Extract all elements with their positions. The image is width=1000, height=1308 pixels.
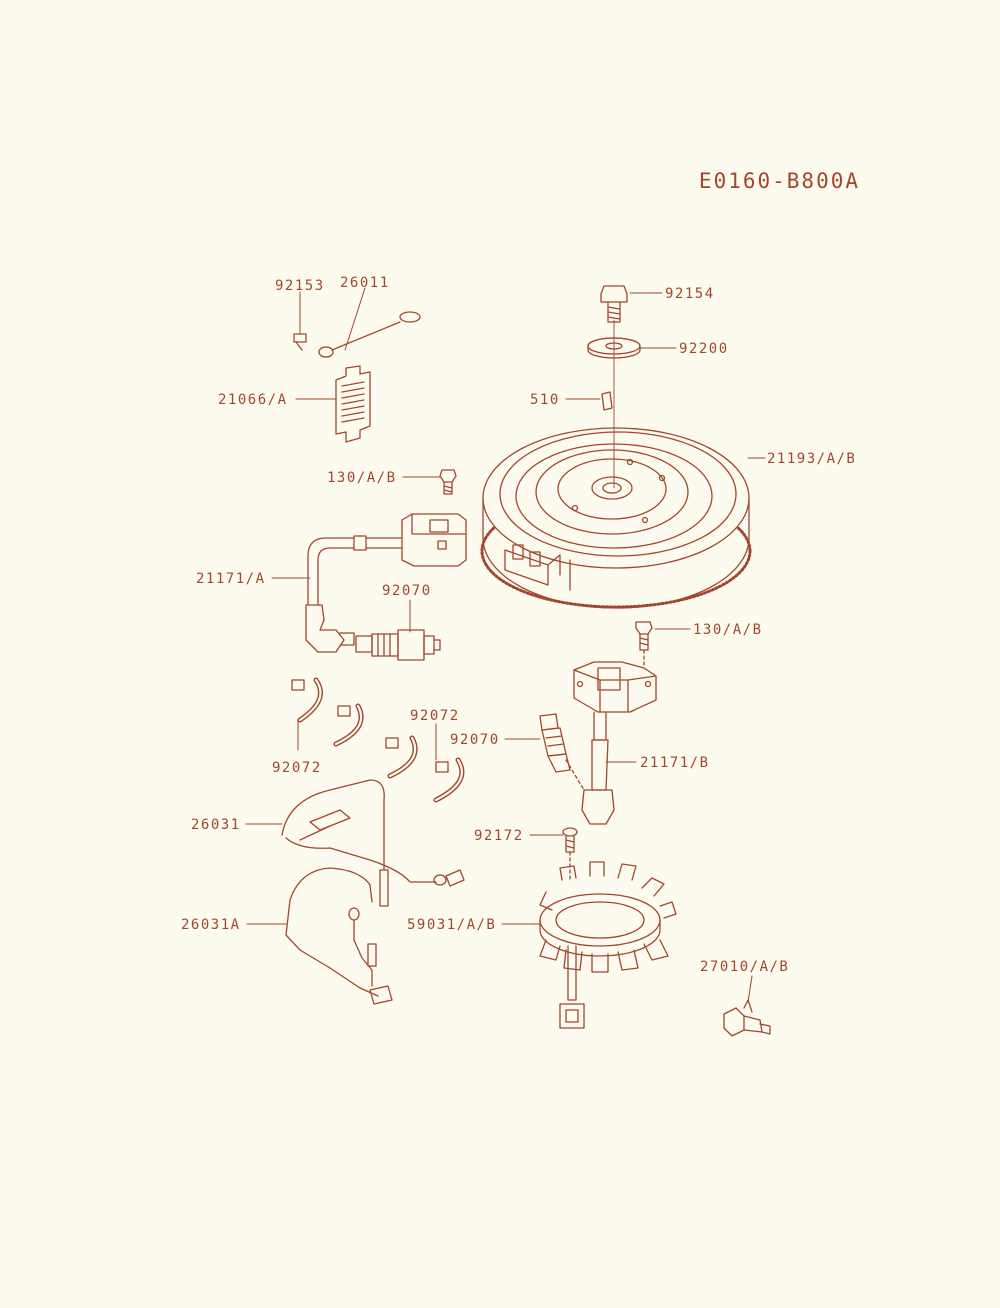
ignition-coil-b xyxy=(573,661,657,825)
screw-92172 xyxy=(562,827,578,881)
callout-92072-a: 92072 xyxy=(272,760,322,776)
spark-plug-a xyxy=(355,629,441,661)
callout-510: 510 xyxy=(530,392,560,408)
callout-92200: 92200 xyxy=(679,341,729,357)
callout-92070-b: 92070 xyxy=(450,732,500,748)
ground-lead-26011 xyxy=(318,311,421,358)
bolt-92154 xyxy=(600,285,628,323)
shield-21066 xyxy=(335,365,371,443)
bolt-130-a xyxy=(439,469,457,495)
clips-92072 xyxy=(291,677,465,803)
callout-21171-b: 21171/B xyxy=(640,755,710,771)
callout-92153: 92153 xyxy=(275,278,325,294)
callout-130-b: 130/A/B xyxy=(693,622,763,638)
callout-92070-a: 92070 xyxy=(382,583,432,599)
callout-92072-b: 92072 xyxy=(410,708,460,724)
callout-21066: 21066/A xyxy=(218,392,288,408)
callout-27010: 27010/A/B xyxy=(700,959,789,975)
callout-92172: 92172 xyxy=(474,828,524,844)
callout-26031: 26031 xyxy=(191,817,241,833)
screw-92153 xyxy=(293,333,307,351)
harness-26031 xyxy=(281,779,465,907)
callout-26011: 26011 xyxy=(340,275,390,291)
leader-lines xyxy=(245,287,766,1003)
callout-59031: 59031/A/B xyxy=(407,917,496,933)
key-510 xyxy=(601,391,613,411)
callout-92154: 92154 xyxy=(665,286,715,302)
callout-21171-a: 21171/A xyxy=(196,571,266,587)
harness-26031A xyxy=(285,867,393,1005)
flywheel-part xyxy=(480,427,752,609)
callout-130-a: 130/A/B xyxy=(327,470,397,486)
stator-59031 xyxy=(539,861,677,1029)
callout-21193: 21193/A/B xyxy=(767,451,856,467)
spark-plug-b xyxy=(539,713,585,791)
switch-27010 xyxy=(723,999,771,1037)
bolt-130-b xyxy=(635,621,653,669)
ignition-coil-a xyxy=(305,513,467,653)
callout-26031A: 26031A xyxy=(181,917,241,933)
diagram-code: E0160-B800A xyxy=(699,169,860,193)
